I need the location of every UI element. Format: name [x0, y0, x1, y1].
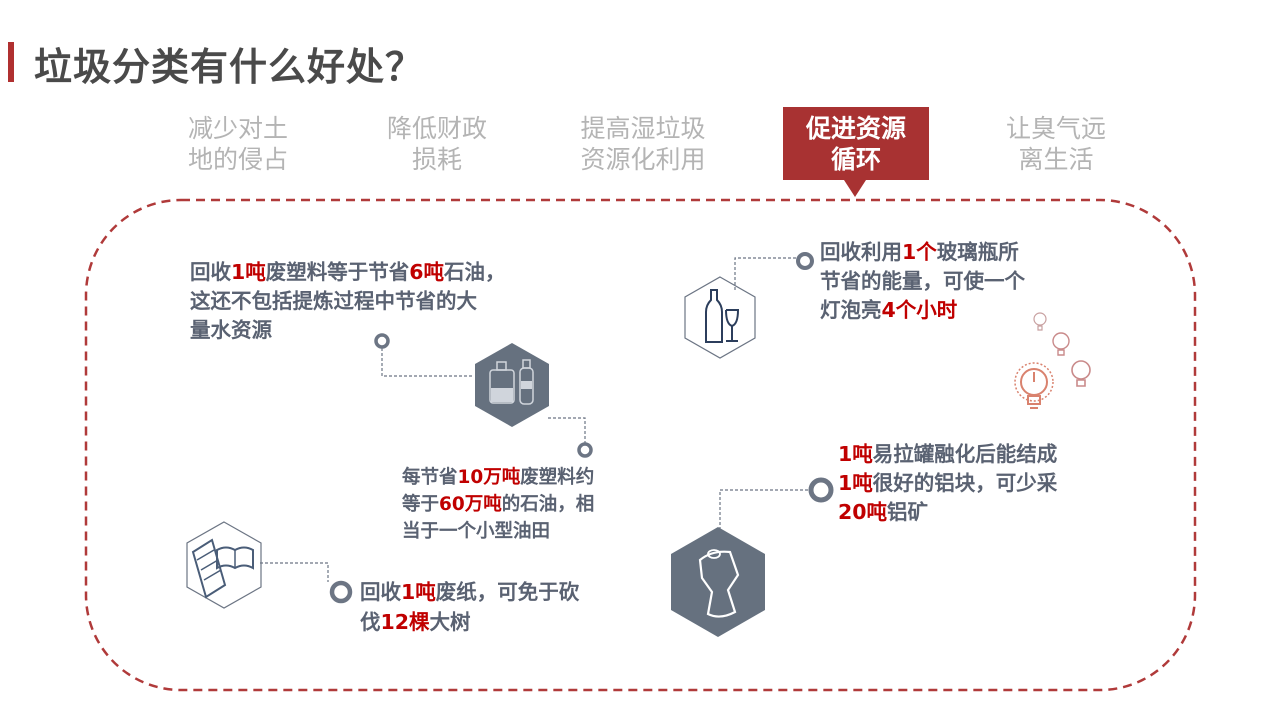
fact-text: 铝矿 — [887, 500, 929, 524]
ring-dot — [577, 442, 593, 458]
fact-text: 节省的能量，可使一个 — [820, 269, 1025, 293]
ring-dot — [329, 580, 353, 604]
tab-label: 地的侵占 — [187, 145, 288, 174]
tab-label: 让臭气远 — [1005, 114, 1106, 143]
fact-line: 这还不包括提炼过程中节省的大 — [190, 287, 506, 316]
highlight-number: 1吨 — [231, 260, 266, 284]
tab-label: 减少对土 — [187, 114, 288, 143]
connector-lines — [260, 257, 808, 582]
fact-text: 灯泡亮 — [820, 298, 882, 322]
fact-text: 回收 — [190, 260, 231, 284]
fact-line: 伐12棵大树 — [360, 607, 579, 637]
dashed-frame — [84, 198, 1197, 692]
fact-text: 废塑料约 — [520, 467, 595, 488]
tab-label: 降低财政 — [386, 114, 487, 143]
active-tab-pointer — [844, 180, 866, 197]
fact-line: 回收1吨废塑料等于节省6吨石油， — [190, 258, 506, 287]
fact-line: 量水资源 — [190, 316, 506, 345]
highlight-number: 20吨 — [838, 500, 888, 524]
highlight-number: 6吨 — [409, 260, 445, 284]
highlight-number: 12棵 — [380, 610, 430, 634]
fact-text: 玻璃瓶所 — [936, 240, 1019, 264]
fact-text: 大树 — [429, 610, 471, 634]
glass-bottle-icon — [684, 276, 756, 359]
newspaper-book-icon — [186, 521, 262, 609]
tab-reduce-fiscal-cost[interactable]: 降低财政损耗 — [362, 113, 512, 175]
tab-reduce-land-use[interactable]: 减少对土地的侵占 — [163, 113, 313, 175]
crushed-can-icon — [671, 527, 765, 637]
fact-plastic-oil-field: 每节省10万吨废塑料约等于60万吨的石油，相当于一个小型油田 — [402, 464, 594, 545]
highlight-number: 60万吨 — [439, 494, 502, 515]
fact-text: 当于一个小型油田 — [402, 521, 551, 542]
fact-line: 节省的能量，可使一个 — [820, 267, 1025, 296]
highlight-number: 4个小时 — [881, 298, 958, 322]
light-bulbs-icon — [1014, 312, 1091, 409]
fact-line: 1吨很好的铝块，可少采 — [838, 469, 1057, 498]
fact-text: 量水资源 — [190, 318, 272, 342]
fact-text: 的石油，相 — [501, 494, 595, 515]
fact-plastic-recycling: 回收1吨废塑料等于节省6吨石油，这还不包括提炼过程中节省的大量水资源 — [190, 258, 506, 345]
fact-line: 回收1吨废纸，可免于砍 — [360, 577, 579, 607]
ring-dot — [808, 477, 834, 503]
highlight-number: 10万吨 — [457, 467, 521, 488]
tab-label: 促进资源 — [805, 114, 906, 143]
active-tab-background — [783, 107, 929, 180]
tab-label: 离生活 — [1018, 145, 1094, 174]
fact-paper-trees: 回收1吨废纸，可免于砍伐12棵大树 — [360, 577, 579, 637]
fact-line: 20吨铝矿 — [838, 498, 1057, 527]
tab-label: 资源化利用 — [580, 145, 706, 174]
tab-wet-waste-recycling[interactable]: 提高湿垃圾资源化利用 — [558, 113, 728, 175]
plastic-bottles-icon — [475, 343, 549, 427]
highlight-number: 1吨 — [401, 580, 436, 604]
fact-text: 废塑料等于节省 — [265, 260, 410, 284]
highlight-number: 1个 — [902, 240, 937, 264]
fact-glass-bottle-energy: 回收利用1个玻璃瓶所节省的能量，可使一个灯泡亮4个小时 — [820, 238, 1025, 325]
ring-dot — [374, 333, 390, 349]
tab-resource-cycle[interactable]: 促进资源循环 — [781, 113, 931, 175]
tab-label: 循环 — [830, 145, 881, 174]
fact-text: 很好的铝块，可少采 — [872, 471, 1058, 495]
fact-line: 每节省10万吨废塑料约 — [402, 464, 594, 491]
fact-line: 1吨易拉罐融化后能结成 — [838, 440, 1057, 469]
tab-label: 提高湿垃圾 — [580, 114, 706, 143]
highlight-number: 1吨 — [838, 442, 873, 466]
ring-dot — [796, 252, 814, 270]
fact-line: 灯泡亮4个小时 — [820, 296, 1025, 325]
fact-text: 回收利用 — [820, 240, 902, 264]
fact-text: 这还不包括提炼过程中节省的大 — [190, 289, 477, 313]
fact-text: 回收 — [360, 580, 401, 604]
fact-line: 回收利用1个玻璃瓶所 — [820, 238, 1025, 267]
fact-line: 等于60万吨的石油，相 — [402, 491, 594, 518]
fact-text: 易拉罐融化后能结成 — [872, 442, 1058, 466]
fact-text: 每节省 — [402, 467, 458, 488]
highlight-number: 1吨 — [838, 471, 873, 495]
tab-keep-odor-away[interactable]: 让臭气远离生活 — [981, 113, 1131, 175]
page-title: 垃圾分类有什么好处？ — [34, 45, 425, 89]
fact-text: 伐 — [360, 610, 381, 634]
fact-text: 废纸，可免于砍 — [435, 580, 580, 604]
title-accent-bar — [8, 42, 14, 82]
fact-line: 当于一个小型油田 — [402, 518, 594, 545]
fact-text: 等于 — [402, 494, 440, 515]
fact-text: 石油， — [444, 260, 506, 284]
connector-dots — [329, 252, 834, 604]
tab-label: 损耗 — [411, 145, 462, 174]
